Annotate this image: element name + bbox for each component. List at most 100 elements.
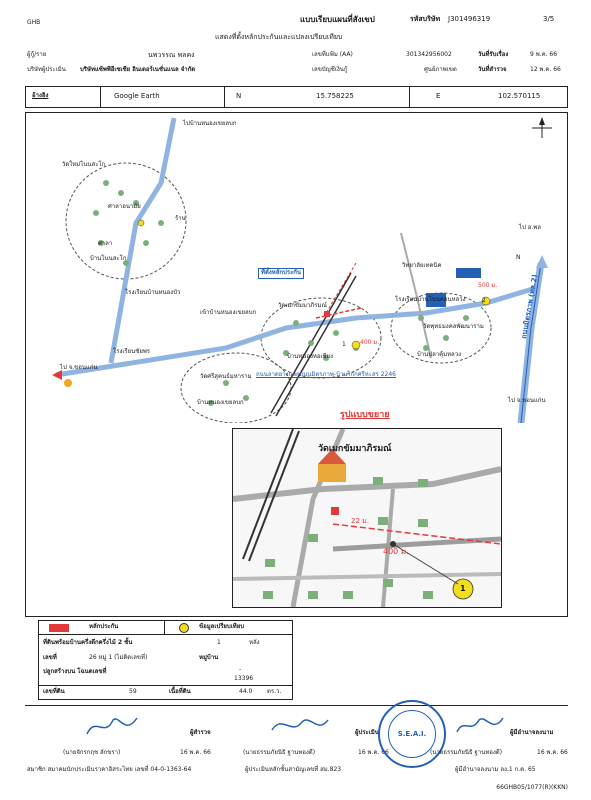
file-value: 301342956002 [406,51,452,58]
legend-collateral: หลักประกัน [89,623,119,630]
map-road-right-top: ไป อ.พล [519,224,541,231]
map-frame [25,112,568,617]
legend-row2-label: เลขที่ [43,654,57,661]
approver-date: 16 พ.ค. 66 [537,749,568,756]
ref-label: อ้างอิง [32,92,49,99]
map-collateral-callout: ที่ตั้งหลักประกัน [258,268,305,279]
collateral-marker [324,311,330,317]
map-village-main: บ้านหนองหอเชียง [287,353,333,360]
collateral-swatch [49,624,69,632]
left-arrow-icon [52,370,62,380]
college-building [456,268,481,278]
approver-role: ผู้มีอำนาจลงนาม [510,729,554,736]
footer-code: 66GHB05/1077(R)(KKN) [496,784,568,791]
village-circle-main [260,297,382,379]
page-number: 3/5 [543,15,555,23]
map-road-left-bottom: ไป จ.ขอนแก่น [60,364,98,371]
map-marker-1: 1 [342,341,346,348]
owner-label: ผู้กู้/ราย [27,51,47,58]
date-label: วันที่รับเรื่อง [478,51,509,58]
owner-value: นพวรรณ พลคง [148,51,195,59]
map-temple-right: วัดพุทธมงคลพัฒนาราม [423,323,484,330]
road-side [400,232,432,359]
map-nursery: ศาลาอนามัย [108,203,141,210]
center-label: ศูนย์ภาพเขต [424,66,457,73]
comparison-marker-1 [351,340,361,350]
ref-value: Google Earth [114,92,160,100]
appraiser-date: 16 พ.ค. 66 [358,749,389,756]
appraiser-name: (นายธรรมภัยนิธิ ฐานทองดี) [243,749,316,756]
file-label: เลขที่แฟ้ม (AA) [312,51,353,58]
surveyor-date: 16 พ.ค. 66 [180,749,211,756]
approver-name: (นายธรรมภัยนิธิ ฐานทองดี) [430,749,503,756]
legend-row1-unit: หลัง [249,639,260,646]
n-value: 15.758225 [316,92,354,100]
map-village-left: บ้านโนนสะโก [90,255,127,262]
date-value: 9 พ.ค. 66 [530,51,558,58]
legend-row3-value1: - [239,666,242,673]
company-value: บริษัทแซ้พพีอีเซเซีย อินเตอร์เนชั่นแนล จ… [80,66,196,73]
highway-arrow-icon [536,255,548,268]
inset-collateral-marker [331,507,339,515]
corner-code: GHB [27,19,41,26]
map-road-mid: เข้าบ้านหนองเขยลบก [200,309,257,316]
stamp-text: S.E.A.I. [397,730,427,738]
legend-table: หลักประกัน ข้อมูลเปรียบเทียบ ที่ดินพร้อม… [38,620,293,700]
map-hall: ศาลา [98,240,113,247]
compass-icon [532,117,552,138]
map-junction-left: โรงเรียนชัยพร [113,348,151,355]
map-road-rural: ถนนลาดยางแยกถนนมิตรภาพ-บ้านโกกศรีหะสร 22… [256,371,397,378]
n-label: N [236,92,242,100]
appraiser-role: ผู้ประเมิน [355,729,379,736]
legend-row3-label: ปลูกสร้างบน โฉนดเลขที่ [43,668,107,675]
surveyor-role: ผู้สำรวจ [190,729,211,736]
e-value: 102.570115 [498,92,541,100]
map-dist-500: 500 ม. [478,282,498,289]
inset-dist-22: 22 ม. [351,517,369,525]
appraiser-signature [271,719,329,731]
inset-map-drawing [233,429,501,607]
inset-map: วัดเมกขัมมาภิรมณ์ 22 ม. 400 ม. 1 [232,428,502,608]
map-school-top: โรงเรียนบ้านหนองบัว [125,289,181,296]
job-code-label: รหัสบริษัท [410,15,441,23]
job-code: J301496319 [448,15,491,23]
approver-line: ผู้มีอำนาจลงนาม ลง.1 ก.ค. 65 [455,766,536,773]
inset-marker: 1 [460,584,466,593]
map-village-mid-bottom: บ้านหนองเขยลบก [197,399,244,406]
approver-signature [456,717,504,733]
form-subtitle: แสดงที่ตั้งหลักประกันและแปลงเปรียบเทียบ [215,33,343,41]
village-circle-mid [180,352,292,423]
legend-row4-unit: ตร.ว. [267,688,282,695]
legend-row1-label: ที่ดินพร้อมบ้านครึ่งตึกครึ่งไม้ 2 ชั้น [43,639,133,646]
legend-row4-area-label: เนื้อที่ดิน [169,688,191,695]
member-line: สมาชิก สมาคมนักประเมินราคาอิสระไทย เลขที… [27,766,192,773]
comparison-swatch [179,623,189,633]
legend-row1-value: 1 [217,639,221,646]
survey-label: วันที่สำรวจ [478,66,507,73]
form-title: แบบเรียบแผนที่สังเขป [300,15,375,24]
map-village-temple: วัดใหม่โนนสะโก [62,161,106,168]
map-temple-main: วัดเมกขัมมาภิรมณ์ [278,302,327,309]
company-label: บริษัทผู้ประเมิน [27,66,66,73]
company-stamp: S.E.A.I. [378,700,446,768]
legend-row2-extra: หมู่บ้าน [199,654,219,661]
map-north: N [516,254,521,261]
legend-row4-value: 59 [129,688,137,695]
road-vertical-left [108,117,177,364]
legend-row4-label: เลขที่ดิน [43,688,65,695]
map-shop: ร้าน [175,215,186,222]
appraiser-license: ผู้ประเมินหลักชั้นสามัญเลขที่ สม.823 [245,766,342,773]
map-station: วิทยาลัยเทคนิค [402,262,442,269]
e-label: E [436,92,441,100]
legend-row4-area-value: 44.0 [239,688,253,695]
legend-row3-value2: 13396 [234,675,254,682]
map-dist-400: 400 ม. [360,339,380,346]
overview-map [52,117,552,423]
surveyor-name: (นายจักรกฤช ลักขรา) [63,749,121,756]
map-road-top: ไปบ้านหนองเขยลบก [183,120,237,127]
map-temple-mid: วัดศรีสุคนธ์มหาราม [200,373,252,380]
inset-temple: วัดเมกขัมมาภิรมณ์ [318,444,392,454]
survey-value: 12 พ.ค. 66 [530,66,561,73]
comparison-marker-2 [481,296,491,306]
inset-label: รูปแบบขยาย [340,410,390,420]
